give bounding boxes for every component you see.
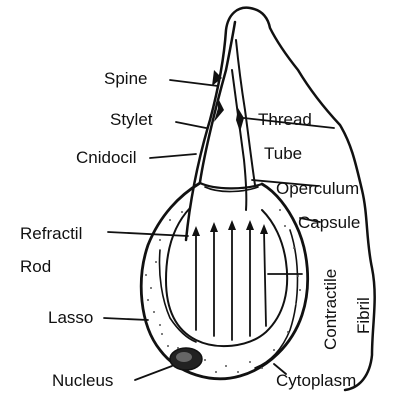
label-lasso: Lasso — [48, 309, 93, 326]
inner-threads — [196, 226, 266, 340]
label-spine: Spine — [104, 70, 147, 87]
label-refractil: Refractil — [20, 225, 82, 242]
contractile-fibril — [255, 230, 298, 368]
label-nucleus: Nucleus — [52, 372, 113, 389]
label-tube: Tube — [264, 145, 302, 162]
label-contractile: Contractile — [322, 269, 339, 350]
label-stylet: Stylet — [110, 111, 153, 128]
label-capsule: Capsule — [298, 214, 360, 231]
label-operculum: Operculum — [276, 180, 359, 197]
label-cnidocil: Cnidocil — [76, 149, 136, 166]
thread-arrowheads — [192, 220, 268, 236]
label-fibril: Fibril — [355, 297, 372, 334]
label-thread: Thread — [258, 111, 312, 128]
label-cytoplasm: Cytoplasm — [276, 372, 356, 389]
capsule-inner — [166, 208, 287, 346]
lasso — [159, 250, 196, 342]
operculum — [200, 183, 262, 188]
cnidocil-line — [200, 22, 235, 182]
label-rod: Rod — [20, 258, 51, 275]
